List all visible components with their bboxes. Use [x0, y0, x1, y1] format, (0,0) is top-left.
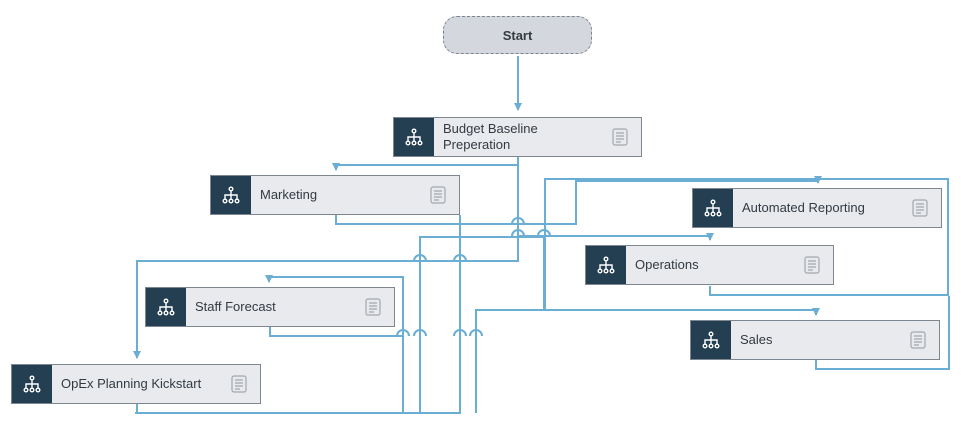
- node-staff-forecast[interactable]: Staff Forecast: [145, 287, 395, 327]
- hierarchy-icon: [211, 176, 251, 214]
- hierarchy-icon: [146, 288, 186, 326]
- node-label: Sales: [740, 332, 773, 347]
- node-operations[interactable]: Operations: [585, 245, 834, 285]
- edge-budget-opex: [133, 225, 519, 359]
- node-label: Budget Baseline Preperation: [443, 121, 538, 152]
- document-icon[interactable]: [358, 288, 394, 326]
- document-icon[interactable]: [605, 118, 641, 156]
- line-hop: [511, 217, 525, 225]
- node-opex-planning[interactable]: OpEx Planning Kickstart: [11, 364, 261, 404]
- node-label: Marketing: [260, 187, 318, 202]
- node-label: Operations: [635, 257, 699, 272]
- document-icon[interactable]: [423, 176, 459, 214]
- node-budget-baseline[interactable]: Budget Baseline Preperation: [393, 117, 642, 157]
- start-label: Start: [502, 27, 533, 43]
- node-automated-reporting[interactable]: Automated Reporting: [692, 188, 942, 228]
- hierarchy-icon: [693, 189, 733, 227]
- node-label: Automated Reporting: [742, 200, 865, 215]
- document-icon[interactable]: [903, 321, 939, 359]
- edge-operations-reporting: [475, 178, 949, 413]
- edge-budget-marketing: [332, 157, 519, 171]
- node-label: OpEx Planning Kickstart: [61, 376, 202, 391]
- node-marketing[interactable]: Marketing: [210, 175, 460, 215]
- line-hop: [453, 254, 467, 262]
- hierarchy-icon: [12, 365, 52, 403]
- line-hop: [413, 254, 427, 262]
- hierarchy-icon: [586, 246, 626, 284]
- document-icon[interactable]: [905, 189, 941, 227]
- edge-marketing-reporting: [335, 176, 822, 225]
- hierarchy-icon: [394, 118, 434, 156]
- start-node[interactable]: Start: [443, 16, 592, 54]
- edge-budget-operations: [517, 157, 714, 241]
- document-icon[interactable]: [797, 246, 833, 284]
- line-hop: [396, 329, 410, 337]
- document-icon[interactable]: [224, 365, 260, 403]
- edge-staff-sales: [419, 236, 820, 413]
- line-hop: [453, 329, 467, 337]
- edge-opex-out: [136, 336, 404, 414]
- node-sales[interactable]: Sales: [690, 320, 940, 360]
- hierarchy-icon: [691, 321, 731, 359]
- line-hop: [511, 229, 525, 237]
- edge-staff-loop: [265, 275, 404, 337]
- line-hop: [469, 329, 483, 337]
- edge-sales-reporting: [815, 296, 950, 370]
- line-hop: [413, 329, 427, 337]
- line-hop: [537, 229, 551, 237]
- node-label: Staff Forecast: [195, 299, 276, 314]
